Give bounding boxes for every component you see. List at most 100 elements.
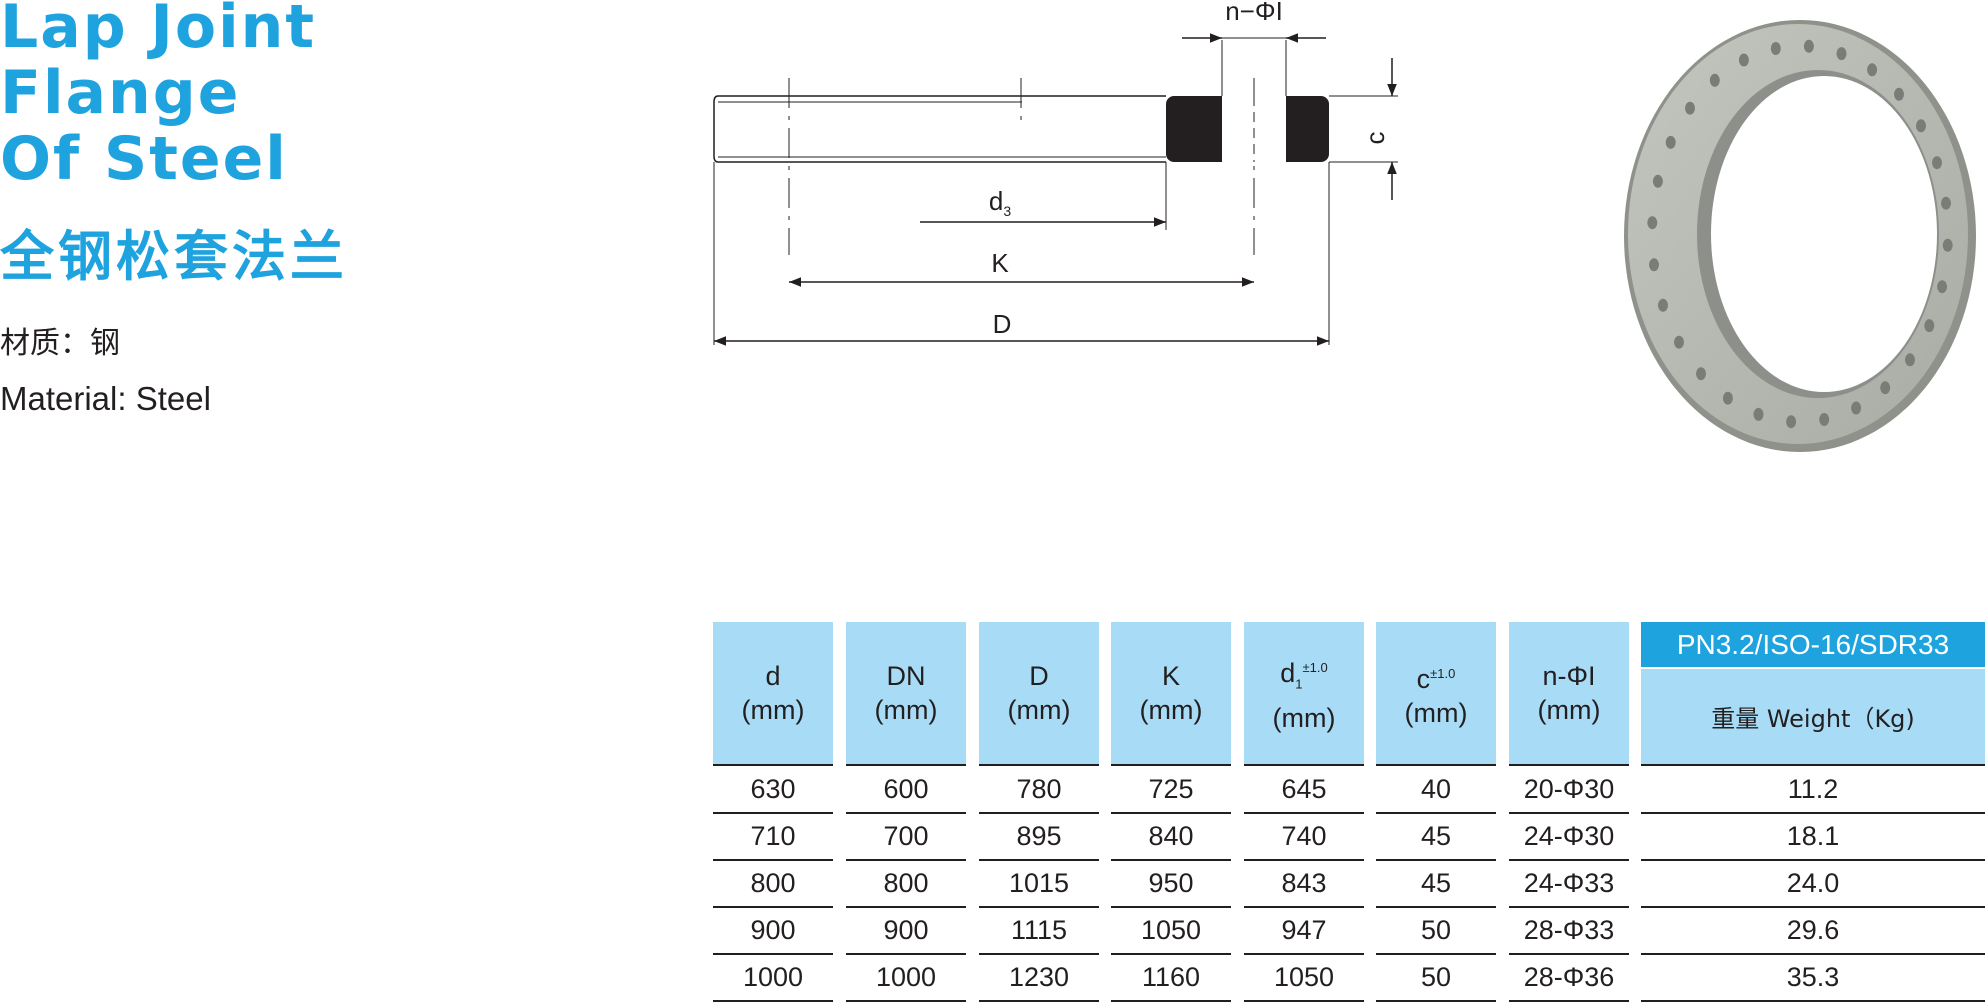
- bolt-hole: [1905, 353, 1915, 367]
- table-cell: 1000: [846, 955, 966, 1002]
- title-line-1: Lap Joint: [0, 0, 317, 62]
- table-cell: 45: [1376, 861, 1496, 908]
- bolt-hole: [1665, 135, 1676, 149]
- material-chinese: 材质：钢: [0, 327, 120, 360]
- bolt-hole: [1647, 216, 1658, 230]
- bolt-hole: [1685, 101, 1695, 115]
- table-cell: 35.3: [1641, 955, 1985, 1002]
- bolt-hole: [1738, 53, 1749, 67]
- bolt-hole: [1786, 415, 1797, 429]
- table-cell: 40: [1376, 767, 1496, 814]
- header-label: K: [1162, 659, 1180, 693]
- pipe-outline: [713, 95, 1166, 163]
- chinese-title: 全钢松套法兰: [0, 225, 348, 288]
- bolt-hole: [1770, 42, 1781, 55]
- label-k: K: [991, 248, 1009, 278]
- bolt-hole: [1880, 381, 1891, 395]
- material-english: Material: Steel: [0, 380, 211, 417]
- table-cell: 780: [979, 767, 1099, 814]
- product-title: Lap Joint Flange Of Steel: [0, 0, 316, 192]
- table-cell: 1160: [1111, 955, 1231, 1002]
- flange-photo: [1624, 20, 1976, 452]
- label-d: D: [993, 309, 1012, 339]
- header-symbol: DN: [886, 661, 926, 691]
- header-symbol: n-ΦI: [1542, 661, 1596, 691]
- table-cell: 900: [713, 908, 833, 955]
- header-superscript: ±1.0: [1302, 659, 1328, 675]
- bolt-hole: [1937, 280, 1948, 294]
- header-label: c±1.0: [1417, 657, 1456, 696]
- bolt-hole: [1819, 413, 1830, 426]
- bolt-hole: [1941, 196, 1951, 210]
- table-cell: 45: [1376, 814, 1496, 861]
- table-cell: 645: [1244, 767, 1364, 814]
- table-cell: 947: [1244, 908, 1364, 955]
- bolt-hole: [1658, 298, 1668, 312]
- bolt-hole: [1942, 238, 1953, 252]
- bolt-hole: [1696, 367, 1706, 381]
- bolt-hole: [1924, 319, 1935, 333]
- table-cell: 1050: [1244, 955, 1364, 1002]
- table-header-cell: d (mm): [713, 622, 833, 766]
- header-label: n-ΦI: [1542, 659, 1595, 693]
- table-cell: 1050: [1111, 908, 1231, 955]
- table-header-cell: K(mm): [1111, 622, 1231, 766]
- header-subscript: 1: [1295, 676, 1303, 692]
- table-cell: 843: [1244, 861, 1364, 908]
- header-unit: (mm): [1537, 695, 1601, 725]
- table-cell: 50: [1376, 955, 1496, 1002]
- table-cell: 24-Φ30: [1509, 814, 1629, 861]
- header-unit: (mm): [1404, 697, 1468, 728]
- header-unit: (mm): [874, 695, 938, 725]
- title-line-2: Flange: [0, 58, 241, 128]
- table-cell: 800: [846, 861, 966, 908]
- table-cell: 20-Φ30: [1509, 767, 1629, 814]
- table-cell: 840: [1111, 814, 1231, 861]
- table-cell: 710: [713, 814, 833, 861]
- bolt-hole: [1836, 47, 1847, 61]
- table-cell: 630: [713, 767, 833, 814]
- table-cell: 800: [713, 861, 833, 908]
- header-label: d1±1.0: [1280, 651, 1327, 701]
- bolt-hole: [1851, 401, 1862, 415]
- header-unit: (mm): [741, 695, 805, 725]
- header-unit: (mm): [1007, 695, 1071, 725]
- table-header-cell: DN (mm): [846, 622, 966, 766]
- table-cell: 725: [1111, 767, 1231, 814]
- table-header-cell: D(mm): [979, 622, 1099, 766]
- table-cell: 18.1: [1641, 814, 1985, 861]
- table-cell: 700: [846, 814, 966, 861]
- table-header-cell: c±1.0(mm): [1376, 622, 1496, 766]
- header-unit: (mm): [1139, 695, 1203, 725]
- table-cell: 11.2: [1641, 767, 1985, 814]
- table-cell: 1000: [713, 955, 833, 1002]
- table-cell: 50: [1376, 908, 1496, 955]
- bolt-hole: [1753, 407, 1764, 421]
- header-unit: (mm): [1272, 703, 1336, 734]
- label-c: c: [1360, 132, 1390, 145]
- label-d3: d3: [989, 186, 1011, 219]
- bolt-hole: [1916, 119, 1926, 133]
- header-superscript: ±1.0: [1430, 665, 1456, 681]
- bolt-holes: [1647, 39, 1953, 429]
- flange-bore: [1711, 76, 1937, 392]
- bolt-hole: [1867, 63, 1878, 77]
- flange-section-drawing: n−ΦI c d3 K D: [713, 0, 1398, 346]
- table-cell: 28-Φ33: [1509, 908, 1629, 955]
- header-symbol: d: [1280, 657, 1296, 688]
- header-symbol: d: [765, 661, 781, 691]
- table-header-cell: d1±1.0(mm): [1244, 622, 1364, 766]
- bolt-hole: [1652, 174, 1663, 188]
- bolt-hole: [1894, 87, 1904, 101]
- table-cell: 29.6: [1641, 908, 1985, 955]
- bolt-hole: [1674, 335, 1684, 349]
- header-label: D: [1029, 659, 1049, 693]
- table-cell: 740: [1244, 814, 1364, 861]
- pressure-rating-header: PN3.2/ISO-16/SDR33: [1641, 622, 1985, 667]
- header-label: d: [765, 659, 780, 693]
- table-cell: 24.0: [1641, 861, 1985, 908]
- table-cell: 1015: [979, 861, 1099, 908]
- table-cell: 950: [1111, 861, 1231, 908]
- bolt-hole: [1932, 156, 1942, 170]
- bolt-hole: [1709, 73, 1720, 87]
